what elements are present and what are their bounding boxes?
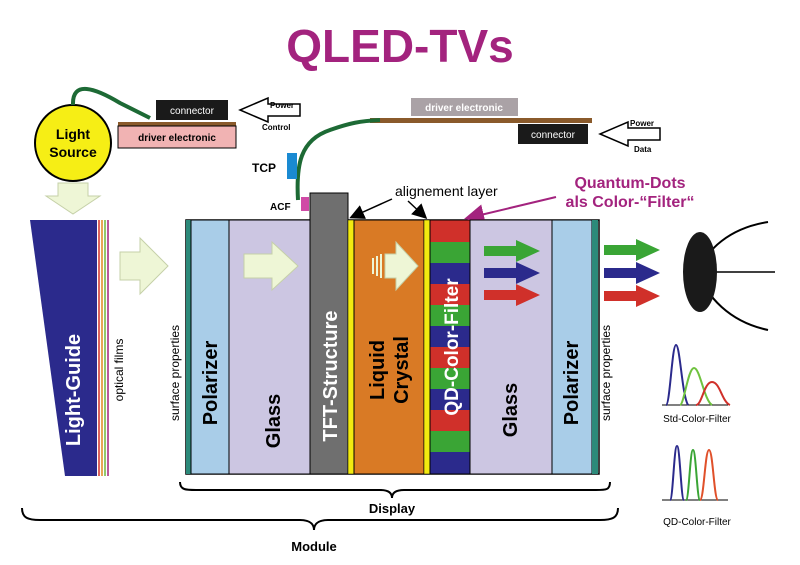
right-power-arrow — [598, 120, 661, 148]
right-connector-box — [518, 124, 588, 144]
right-data-label: Data — [634, 145, 652, 154]
qd-filter-cells — [430, 220, 470, 474]
tcp-label: TCP — [252, 161, 276, 175]
std-curve-blue — [665, 343, 689, 406]
left-driver-board — [118, 122, 236, 126]
surface-left-strip — [186, 220, 191, 474]
alignment-layer-left — [347, 219, 355, 475]
qd-cell — [430, 347, 470, 368]
tcp-cable — [295, 118, 381, 201]
qd-cell — [430, 368, 470, 389]
lc-arrow — [384, 240, 419, 292]
light-down-arrow — [44, 182, 102, 215]
lc-label-line1: Liquid — [367, 340, 389, 400]
light-guide-label: Light-Guide — [63, 334, 85, 446]
eye-icon — [683, 221, 775, 331]
qd-curve-green — [685, 448, 701, 501]
lc-label-line2: Crystal — [391, 336, 413, 404]
glass-right-label: Glass — [500, 383, 522, 437]
acf-chip — [301, 197, 309, 211]
qd-annotation-arrow — [464, 196, 557, 225]
std-curve-red — [695, 380, 731, 406]
left-driver-box — [117, 125, 237, 149]
qd-cell — [430, 263, 470, 284]
qd-cell — [430, 242, 470, 263]
display-label: Display — [369, 501, 416, 516]
glass-right-arrow-red — [484, 284, 540, 306]
lc-arrow-group — [372, 240, 419, 292]
qd-cell — [430, 389, 470, 410]
module-bracket — [21, 507, 619, 531]
qd-cell — [430, 431, 470, 452]
lc-stripe-1 — [372, 258, 374, 274]
light-guide — [30, 220, 97, 476]
qd-spectrum-label: QD-Color-Filter — [663, 517, 731, 528]
left-connector-label: connector — [170, 106, 215, 117]
tcp-chip — [287, 153, 297, 179]
std-spectrum-label: Std-Color-Filter — [663, 414, 731, 425]
surface-right-strip — [592, 220, 598, 474]
glass-right-arrow-green — [484, 240, 540, 262]
alignment-arrow-left — [349, 198, 393, 219]
surface-left-label: surface properties — [168, 325, 182, 421]
output-arrow-green — [604, 239, 660, 261]
left-power-arrow — [238, 96, 301, 124]
polarizer-right — [551, 219, 593, 475]
glass-left-arrow — [243, 240, 299, 292]
qd-filter-label: QD-Color-Filter — [442, 278, 463, 416]
display-bracket — [179, 481, 611, 499]
diagram-title: QLED-TVs — [286, 20, 513, 72]
alignment-layer-label: alignement layer — [395, 183, 498, 199]
alignment-arrow-right — [407, 200, 428, 220]
output-arrow-red — [604, 285, 660, 307]
qd-curve-red — [699, 448, 719, 501]
polarizer-right-label: Polarizer — [561, 341, 583, 426]
left-control-label: Control — [262, 123, 290, 132]
glass-right-arrow-blue — [484, 262, 540, 284]
output-arrow-blue — [604, 262, 660, 284]
polarizer-left-label: Polarizer — [200, 341, 222, 426]
tft-structure — [309, 192, 349, 475]
light-right-arrow — [119, 236, 169, 296]
qd-cell — [430, 220, 470, 242]
std-curve-green — [679, 366, 713, 406]
right-driver-box — [411, 98, 518, 116]
std-spectrum — [662, 343, 731, 406]
tft-label: TFT-Structure — [320, 310, 342, 441]
qd-cell — [430, 410, 470, 431]
lc-stripe-3 — [380, 254, 382, 278]
qd-cell — [430, 305, 470, 326]
light-source-label-line2: Source — [49, 144, 97, 160]
qd-curve-blue — [669, 444, 685, 501]
light-source-label-line1: Light — [56, 126, 91, 142]
qd-cell — [430, 452, 470, 474]
lc-stripe-2 — [376, 256, 378, 276]
qd-annotation-line1: Quantum-Dots — [574, 175, 685, 192]
glass-left-label: Glass — [263, 394, 285, 448]
glass-right — [469, 219, 553, 475]
qd-cell — [430, 284, 470, 305]
right-power-label: Power — [630, 119, 654, 128]
surface-right-label: surface properties — [599, 325, 613, 421]
right-connector-label: connector — [531, 130, 576, 141]
right-driver-label: driver electronic — [425, 103, 503, 114]
qd-cell — [430, 326, 470, 347]
left-power-label: Power — [270, 101, 294, 110]
qd-annotation-line2: als Color-“Filter“ — [566, 194, 695, 211]
left-driver-label: driver electronic — [138, 133, 216, 144]
module-label: Module — [291, 539, 337, 554]
optical-films-label: optical films — [112, 339, 126, 402]
light-source-circle — [34, 104, 112, 182]
left-cable — [70, 86, 151, 120]
acf-label: ACF — [270, 202, 291, 213]
left-connector-box — [156, 100, 228, 120]
right-driver-board — [370, 118, 592, 123]
qd-spectrum — [662, 444, 728, 501]
alignment-layer-right — [423, 219, 431, 475]
